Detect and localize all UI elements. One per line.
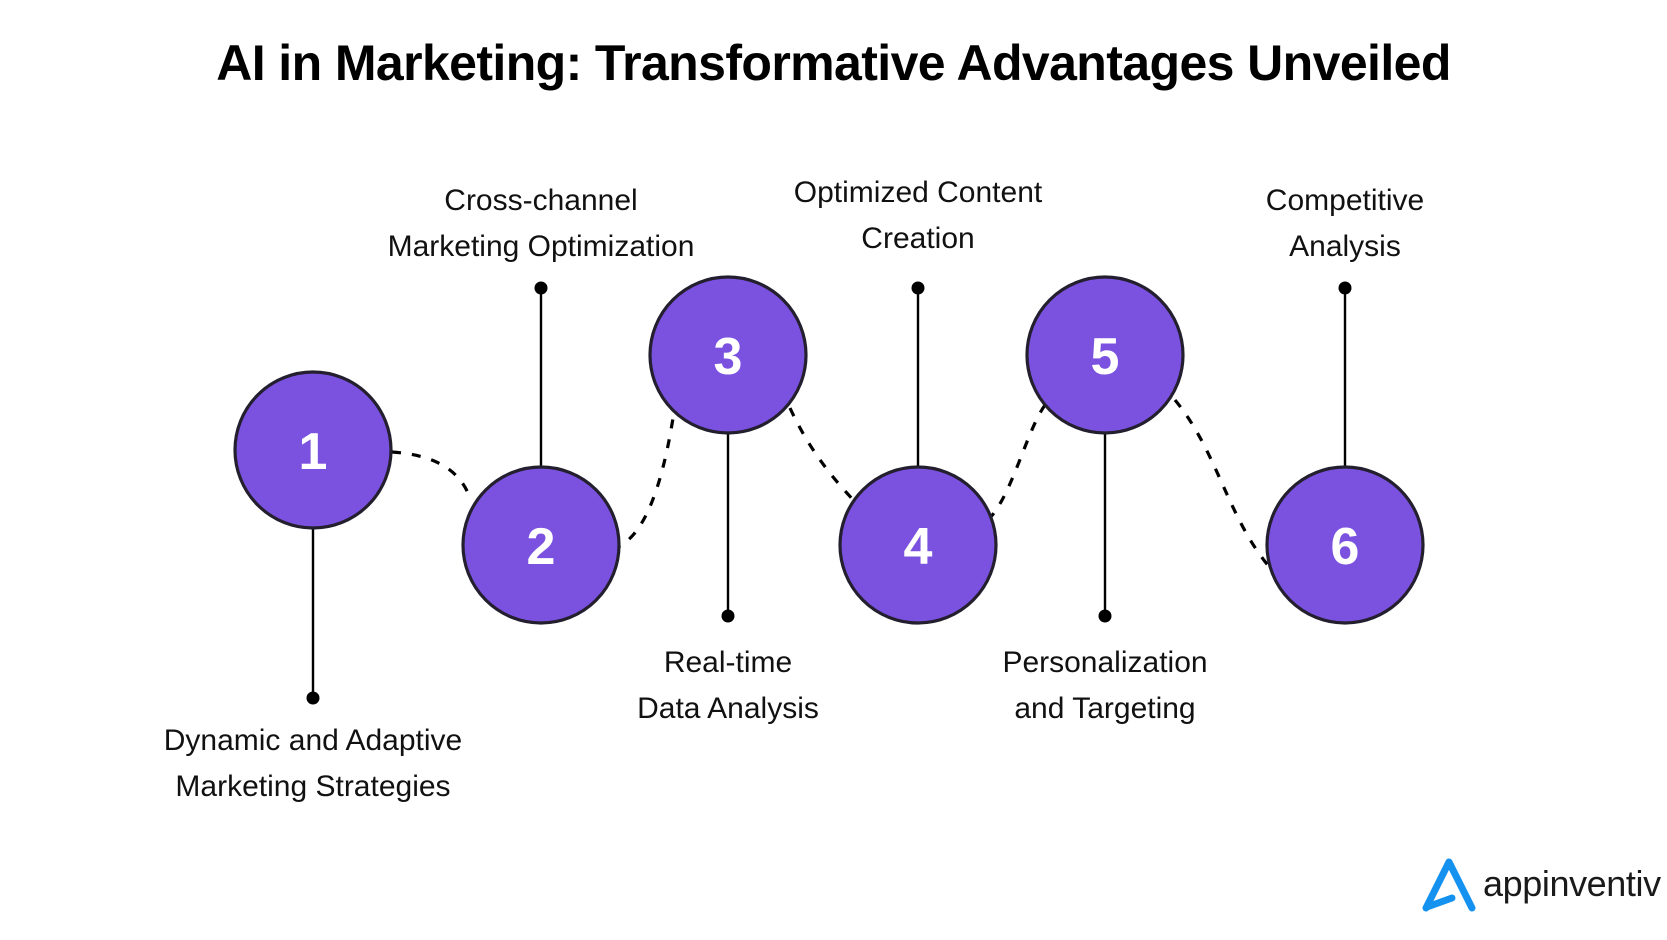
- node-5[interactable]: 5: [1025, 275, 1185, 435]
- node-label-1: Dynamic and Adaptive Marketing Strategie…: [163, 724, 463, 803]
- node-label-2: Cross-channel Marketing Optimization: [387, 184, 695, 263]
- node-6[interactable]: 6: [1265, 465, 1425, 625]
- node-number-5: 5: [1091, 328, 1120, 386]
- node-label-5: Personalization and Targeting: [1002, 646, 1208, 725]
- node-circle-3[interactable]: [648, 275, 808, 435]
- appinventiv-wordmark: appinventiv: [1483, 863, 1661, 904]
- node-number-3: 3: [714, 328, 743, 386]
- node-circle-1[interactable]: [233, 370, 393, 530]
- leader-dot-label-2: [534, 281, 548, 295]
- node-number-2: 2: [527, 518, 556, 576]
- node-circle-6[interactable]: [1265, 465, 1425, 625]
- appinventiv-a-mark: [1422, 858, 1476, 912]
- connector-3-4: [788, 407, 860, 507]
- node-circle-5[interactable]: [1025, 275, 1185, 435]
- leader-dot-label-1: [306, 691, 320, 705]
- leader-dot-label-5: [1098, 609, 1112, 623]
- leader-dot-label-3: [721, 609, 735, 623]
- page-title: AI in Marketing: Transformative Advantag…: [216, 35, 1451, 91]
- connector-5-6: [1173, 398, 1274, 572]
- node-2[interactable]: 2: [461, 465, 621, 625]
- connector-group: [391, 398, 1274, 572]
- node-4[interactable]: 4: [838, 465, 998, 625]
- node-number-4: 4: [904, 518, 933, 576]
- leader-dot-label-6: [1338, 281, 1352, 295]
- appinventiv-logo: appinventiv: [1418, 856, 1661, 912]
- node-circle-2[interactable]: [461, 465, 621, 625]
- connector-1-2: [391, 450, 472, 499]
- leader-dot-label-4: [911, 281, 925, 295]
- node-label-4: Optimized Content Creation: [793, 176, 1043, 255]
- node-label-6: Competitive Analysis: [1265, 184, 1425, 263]
- node-label-3: Real-time Data Analysis: [637, 646, 819, 725]
- node-3[interactable]: 3: [648, 275, 808, 435]
- node-circle-4[interactable]: [838, 465, 998, 625]
- node-1[interactable]: 1: [233, 370, 393, 530]
- node-number-6: 6: [1331, 518, 1360, 576]
- connector-2-3: [611, 411, 676, 551]
- node-number-1: 1: [299, 423, 328, 481]
- connector-4-5: [986, 404, 1047, 522]
